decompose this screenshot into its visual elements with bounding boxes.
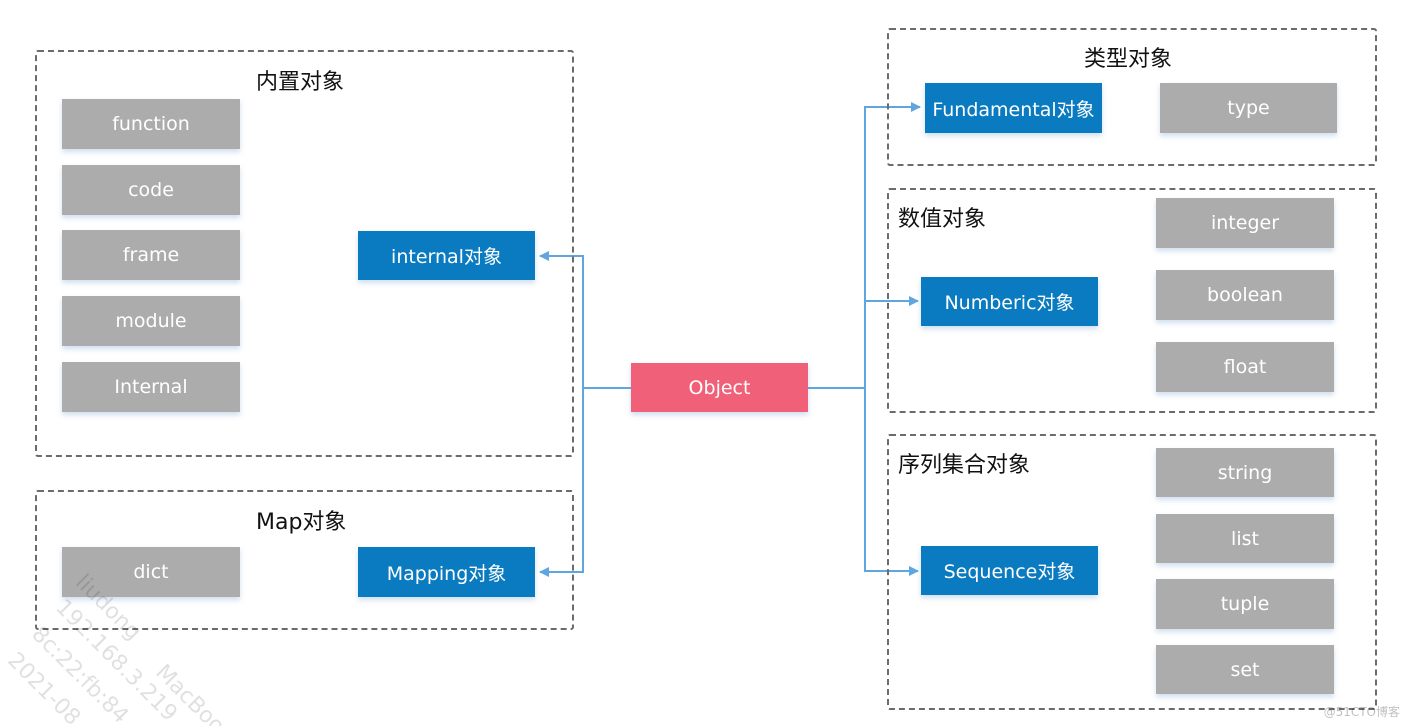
connector-to-internal <box>539 251 584 388</box>
group-numeric-title: 数值对象 <box>898 207 987 232</box>
group-builtin-title: 内置对象 <box>256 70 345 95</box>
node-fundamental-object[interactable]: Fundamental对象 <box>925 83 1102 133</box>
node-object[interactable]: Object <box>631 363 808 412</box>
watermark-corner: @51CTO博客 <box>1323 705 1400 719</box>
node-set[interactable]: set <box>1156 645 1334 694</box>
node-type[interactable]: type <box>1160 83 1337 133</box>
group-map <box>35 490 574 630</box>
node-string[interactable]: string <box>1156 448 1334 497</box>
group-numeric <box>887 188 1377 413</box>
node-float[interactable]: float <box>1156 342 1334 392</box>
node-function[interactable]: function <box>62 99 240 149</box>
group-builtin <box>35 50 574 457</box>
node-numberic-object[interactable]: Numberic对象 <box>921 277 1098 326</box>
node-boolean[interactable]: boolean <box>1156 270 1334 320</box>
node-integer[interactable]: integer <box>1156 198 1334 248</box>
node-code[interactable]: code <box>62 165 240 215</box>
node-frame[interactable]: frame <box>62 230 240 280</box>
group-map-title: Map对象 <box>256 510 347 535</box>
node-list[interactable]: list <box>1156 514 1334 563</box>
connector-to-mapping <box>539 388 584 577</box>
group-sequence <box>887 434 1377 710</box>
node-internal-item[interactable]: Internal <box>62 362 240 412</box>
node-tuple[interactable]: tuple <box>1156 579 1334 629</box>
node-module[interactable]: module <box>62 296 240 346</box>
node-internal-object[interactable]: internal对象 <box>358 231 535 280</box>
group-sequence-title: 序列集合对象 <box>898 453 1031 478</box>
group-type <box>887 28 1377 166</box>
connector-to-fundamental <box>864 102 921 388</box>
connector-to-sequence <box>864 388 919 576</box>
node-sequence-object[interactable]: Sequence对象 <box>921 546 1098 595</box>
node-dict[interactable]: dict <box>62 547 240 597</box>
node-mapping-object[interactable]: Mapping对象 <box>358 547 535 597</box>
group-type-title: 类型对象 <box>1084 47 1173 72</box>
